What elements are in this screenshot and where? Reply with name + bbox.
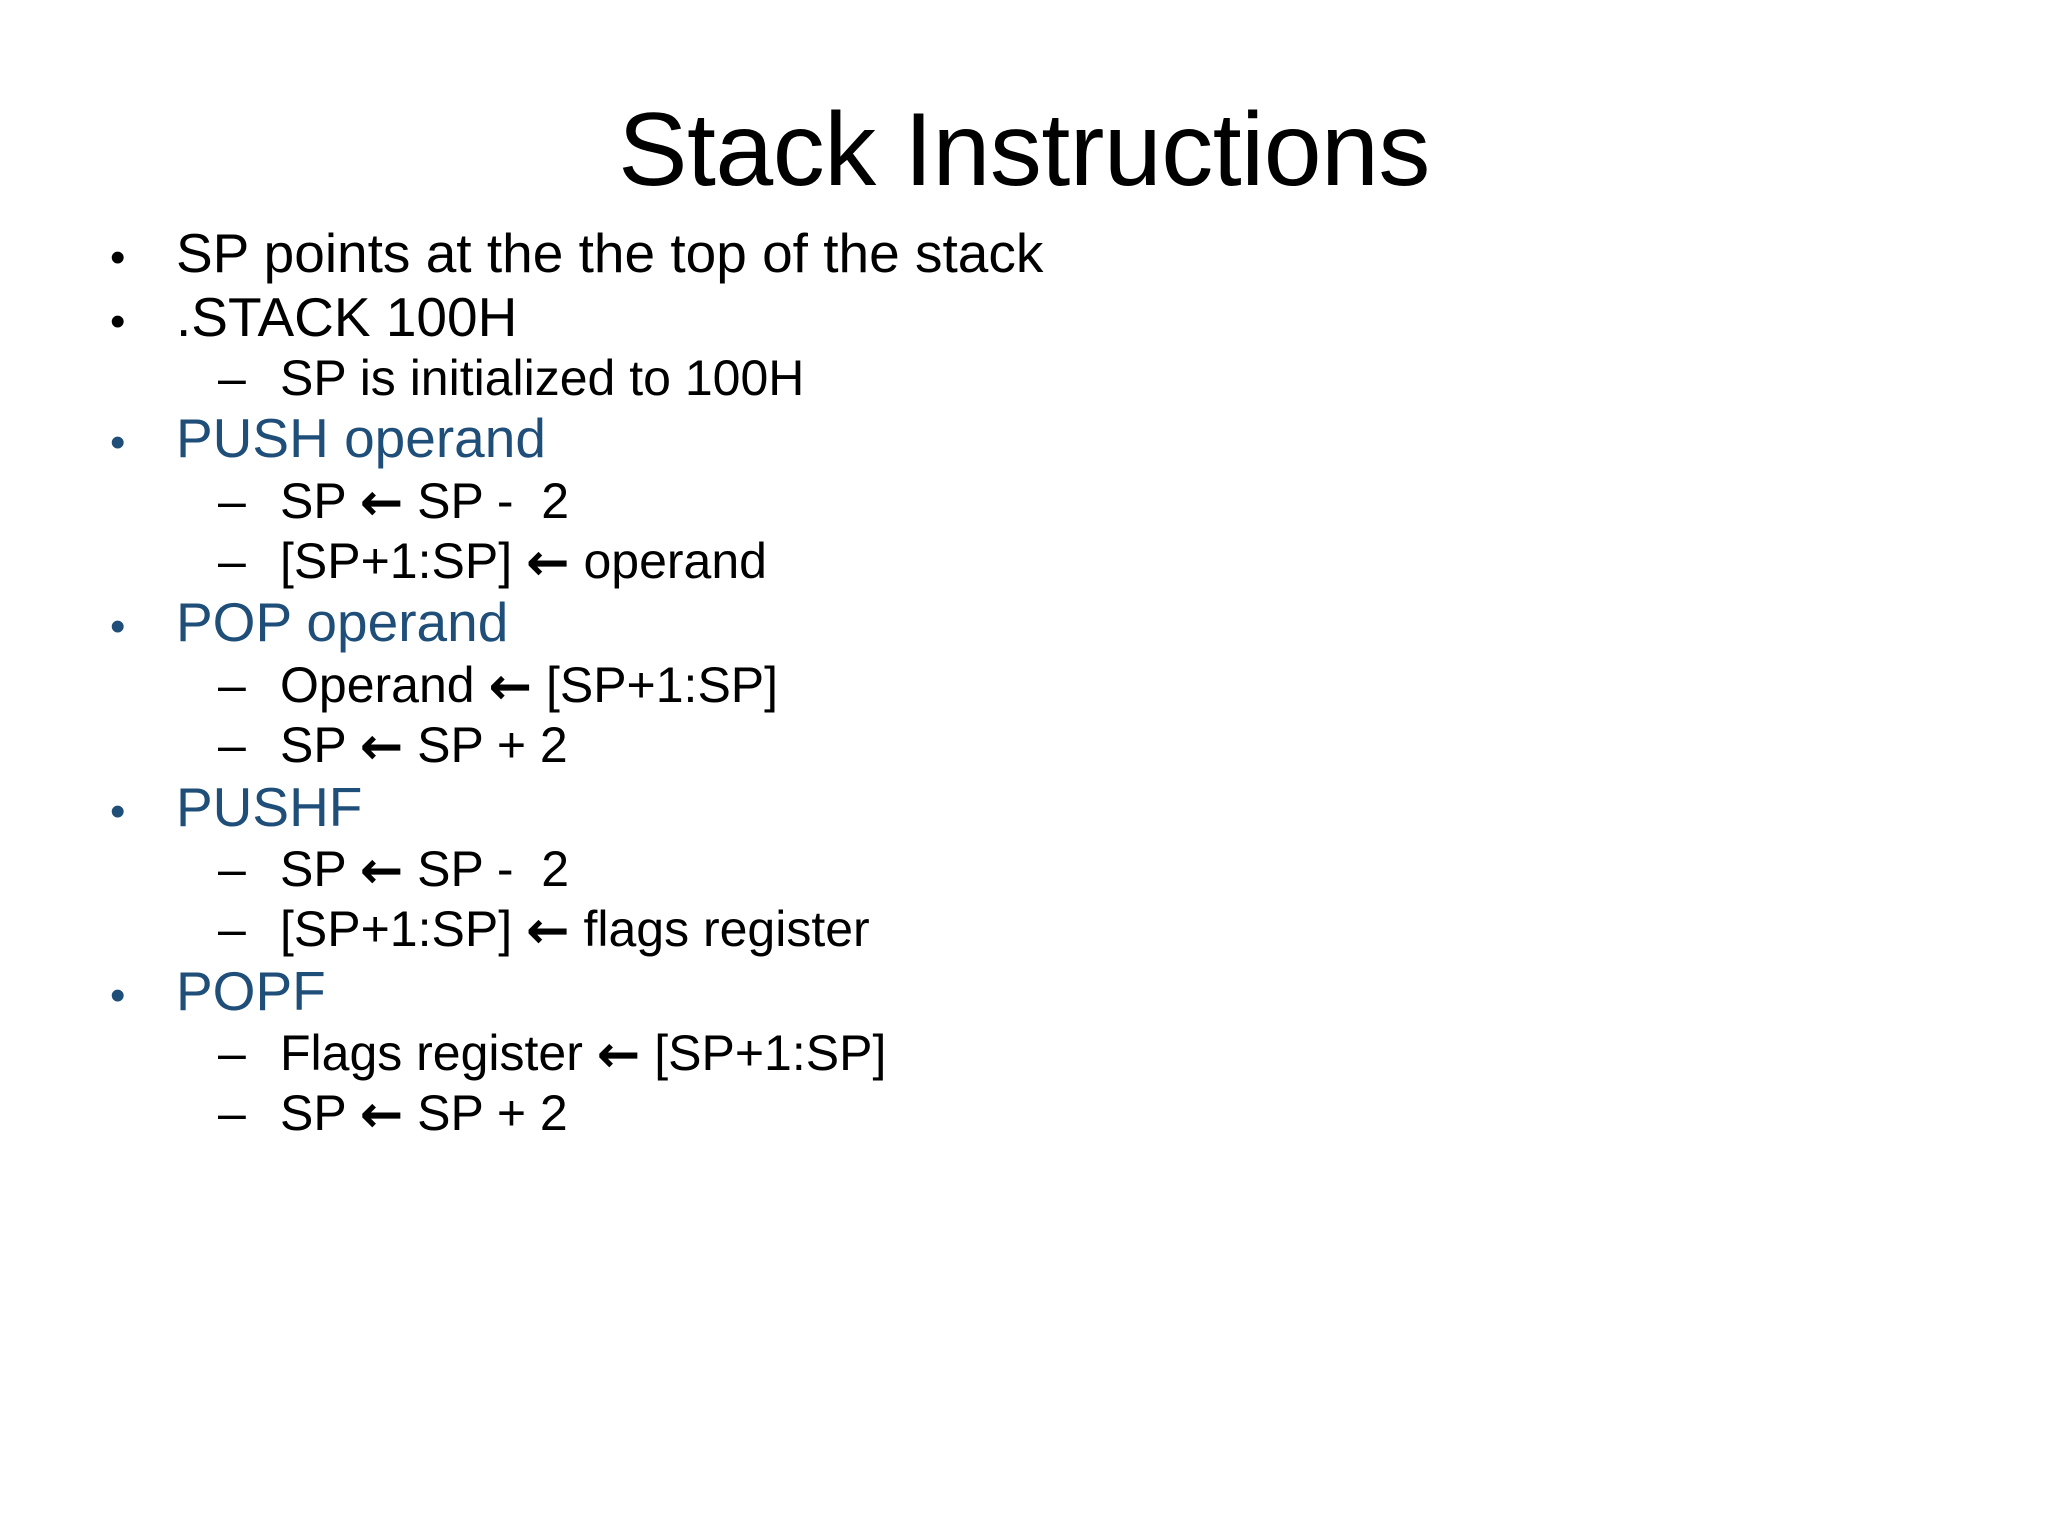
text-before-arrow: [SP+1:SP] <box>280 901 526 958</box>
page-title: Stack Instructions <box>618 92 1430 208</box>
text-before-arrow: [SP+1:SP] <box>280 533 526 590</box>
sub-bullet-item: –SP is initialized to 100H <box>0 350 2048 406</box>
bullet-marker-icon: • <box>110 233 126 283</box>
left-arrow-icon: ← <box>359 717 404 778</box>
bullet-text: SP points at the the top of the stack <box>176 222 1044 285</box>
bullet-text: POPF <box>176 959 326 1022</box>
sub-bullet-item: –[SP+1:SP] ← operand <box>0 532 2048 594</box>
text-after-arrow: operand <box>569 533 767 590</box>
bullet-marker-icon: • <box>110 970 126 1020</box>
bullet-text: [SP+1:SP] ← flags register <box>280 900 2048 962</box>
left-arrow-icon: ← <box>488 657 533 718</box>
left-arrow-icon: ← <box>359 472 404 533</box>
sub-bullet-item: –Flags register ← [SP+1:SP] <box>0 1024 2048 1086</box>
bullet-item: • .STACK 100H <box>0 285 2048 349</box>
text-before-arrow: Operand <box>280 657 489 714</box>
text-after-arrow: SP + 2 <box>403 717 568 774</box>
bullet-text: POP operand <box>176 591 509 654</box>
text-after-arrow: SP + 2 <box>403 1085 568 1142</box>
text-before-arrow: SP <box>280 841 360 898</box>
slide-body-list: • SP points at the the top of the stack •.… <box>0 205 2048 1146</box>
text-after-arrow: [SP+1:SP] <box>640 1025 887 1082</box>
text-after-arrow: [SP+1:SP] <box>532 657 779 714</box>
text-before-arrow: Flags register <box>280 1025 597 1082</box>
bullet-item: • PUSH operand <box>0 408 2048 470</box>
dash-marker-icon: – <box>218 350 246 407</box>
bullet-text: SP ← SP + 2 <box>280 1084 2048 1146</box>
bullet-text: PUSHF <box>176 775 363 838</box>
bullet-text: Flags register ← [SP+1:SP] <box>280 1024 2048 1086</box>
left-arrow-icon: ← <box>359 1085 404 1146</box>
sub-bullet-item: –SP ← SP + 2 <box>0 716 2048 778</box>
sub-bullet-item: –Operand ← [SP+1:SP] <box>0 656 2048 718</box>
text-after-arrow: SP - 2 <box>403 841 570 898</box>
bullet-text: PUSH operand <box>176 407 546 470</box>
bullet-item: • PUSHF <box>0 775 2048 839</box>
bullet-marker-icon: • <box>110 296 126 346</box>
bullet-marker-icon: • <box>110 786 126 836</box>
dash-marker-icon: – <box>218 472 246 529</box>
dash-marker-icon: – <box>218 1025 246 1082</box>
dash-marker-icon: – <box>218 1085 246 1142</box>
dash-marker-icon: – <box>218 901 246 958</box>
left-arrow-icon: ← <box>359 841 404 902</box>
bullet-item: • POPF <box>0 959 2048 1023</box>
dash-marker-icon: – <box>218 533 246 590</box>
sub-bullet-item: –SP ← SP - 2 <box>0 472 2048 533</box>
bullet-text: Operand ← [SP+1:SP] <box>280 656 2048 718</box>
sub-bullet-item: –SP ← SP - 2 <box>0 840 2048 902</box>
bullet-item: • POP operand <box>0 592 2048 654</box>
bullet-text: SP ← SP - 2 <box>280 840 2048 902</box>
bullet-text: SP is initialized to 100H <box>280 350 805 407</box>
left-arrow-icon: ← <box>596 1025 641 1086</box>
bullet-item: • SP points at the the top of the stack <box>0 223 2048 285</box>
bullet-marker-icon: • <box>110 418 126 468</box>
text-before-arrow: SP <box>280 472 360 529</box>
bullet-text: .STACK 100H <box>176 285 518 348</box>
dash-marker-icon: – <box>218 841 246 898</box>
dash-marker-icon: – <box>218 717 246 774</box>
text-after-arrow: SP - 2 <box>403 472 570 529</box>
bullet-marker-icon: • <box>110 602 126 652</box>
text-before-arrow: SP <box>280 717 360 774</box>
left-arrow-icon: ← <box>525 533 570 594</box>
bullet-text: SP ← SP - 2 <box>280 472 2048 533</box>
bullet-text: SP ← SP + 2 <box>280 716 2048 778</box>
dash-marker-icon: – <box>218 657 246 714</box>
text-after-arrow: flags register <box>569 901 870 958</box>
left-arrow-icon: ← <box>525 901 570 962</box>
sub-bullet-item: –[SP+1:SP] ← flags register <box>0 900 2048 962</box>
sub-bullet-item: –SP ← SP + 2 <box>0 1084 2048 1146</box>
bullet-text: [SP+1:SP] ← operand <box>280 532 2048 594</box>
text-before-arrow: SP <box>280 1085 360 1142</box>
